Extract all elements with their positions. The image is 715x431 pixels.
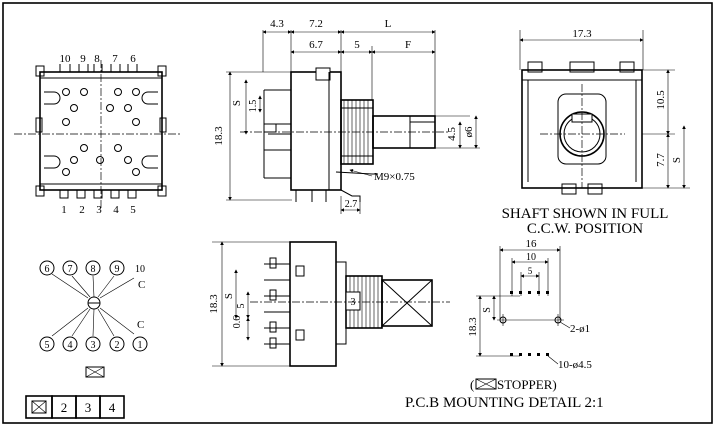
side-dim-label: 4.3 <box>270 18 284 30</box>
legend-box-label: 4 <box>109 400 116 415</box>
end-dim-label: 17.3 <box>572 28 592 40</box>
sheet-border <box>2 2 713 424</box>
side-view: 4.3 7.2 L 6.7 5 F 18.3 S 1.5 4.5 ø6 <box>213 18 480 214</box>
bsv-dim-label: 18.3 <box>208 294 220 314</box>
front-top-pin-label: 6 <box>130 53 136 65</box>
bsv-dim-label: 0.6 <box>232 316 243 329</box>
side-dim-label: 5 <box>354 39 360 51</box>
front-bottom-pin-label: 4 <box>113 204 119 216</box>
pcb-title: P.C.B MOUNTING DETAIL 2:1 <box>405 395 604 411</box>
side-dim-label: F <box>405 39 411 51</box>
side-dim-label: S <box>231 100 243 106</box>
circuit-diagram: 6 7 8 9 10 C 5 4 3 2 1 C <box>39 260 148 378</box>
front-top-pin-label: 7 <box>112 53 118 65</box>
stopper-legend-text: STOPPER) <box>497 377 557 392</box>
side-thread-label: M9×0.75 <box>374 171 415 183</box>
pcb-hole-large-label: 10-ø4.5 <box>558 359 592 371</box>
front-top-pin-label: 8 <box>94 53 100 65</box>
side-dim-label: 7.2 <box>309 18 323 30</box>
circuit-terminal-label: 1 <box>138 340 143 351</box>
front-view: 10 9 8 7 6 <box>14 53 182 216</box>
front-bottom-pin-label: 1 <box>61 204 67 216</box>
pcb-hole-small-label: 2-ø1 <box>570 323 590 335</box>
legend-box-label: 2 <box>61 400 68 415</box>
side-dim-label: 6.7 <box>309 39 323 51</box>
stopper-paren: ( <box>470 377 474 392</box>
side-dim-label: L <box>385 18 392 30</box>
front-top-pin-label: 10 <box>60 53 72 65</box>
end-dim-label: 7.7 <box>655 153 667 167</box>
bsv-dim-label: 5 <box>236 304 247 309</box>
circuit-terminal-label: 7 <box>68 264 73 275</box>
stopper-legend-icon <box>475 378 497 390</box>
pcb-dim-label: 18.3 <box>467 317 479 337</box>
side-dim-label: ø6 <box>463 126 475 138</box>
front-bottom-pin-label: 3 <box>96 204 102 216</box>
bsv-dim-label: 3 <box>351 297 356 308</box>
legend-box-label: 3 <box>85 400 92 415</box>
circuit-common-label: C <box>137 319 144 331</box>
bottom-side-view: 18.3 S 5 0.6 3 <box>208 241 450 367</box>
pcb-dim-label: 16 <box>526 238 538 250</box>
circuit-terminal-label: 6 <box>45 264 50 275</box>
stopper-box-icon <box>31 400 47 414</box>
bsv-dim-label: S <box>223 293 235 299</box>
circuit-terminal-label: 3 <box>91 340 96 351</box>
end-view: 17.3 10.5 7.7 S SHAFT SHOWN IN FULL C.C.… <box>502 28 690 237</box>
bsv-shaft-flat <box>381 279 433 327</box>
side-dim-label: 18.3 <box>213 126 225 146</box>
circuit-terminal-label: 10 <box>135 264 145 275</box>
front-bottom-pin-label: 2 <box>79 204 85 216</box>
shaft-caption-line1: SHAFT SHOWN IN FULL <box>502 206 669 222</box>
circuit-terminal-label: 8 <box>91 264 96 275</box>
end-dim-label: 10.5 <box>655 90 667 110</box>
circuit-terminal-label: 2 <box>115 340 120 351</box>
circuit-common-label: C <box>138 279 145 291</box>
side-dim-label: 4.5 <box>446 127 458 141</box>
pcb-dim-label: 5 <box>528 266 533 276</box>
side-dim-label: 2.7 <box>345 199 358 210</box>
shaft-caption-line2: C.C.W. POSITION <box>527 221 643 237</box>
front-top-pin-label: 9 <box>80 53 86 65</box>
pcb-mounting-detail: 16 10 5 18.3 S 2-ø1 10-ø4.5 ( STO <box>405 238 604 411</box>
stopper-symbol-icon <box>85 366 105 378</box>
pcb-dim-label: S <box>482 307 493 313</box>
side-body <box>290 71 342 191</box>
side-dim-label: 1.5 <box>248 100 259 113</box>
circuit-terminal-label: 5 <box>45 340 50 351</box>
end-dim-label: S <box>671 157 683 163</box>
pcb-dim-label: 10 <box>526 252 536 263</box>
legend-boxes: 2 3 4 <box>25 395 125 419</box>
circuit-terminal-label: 9 <box>115 264 120 275</box>
front-bottom-pin-label: 5 <box>130 204 136 216</box>
circuit-terminal-label: 4 <box>68 340 73 351</box>
